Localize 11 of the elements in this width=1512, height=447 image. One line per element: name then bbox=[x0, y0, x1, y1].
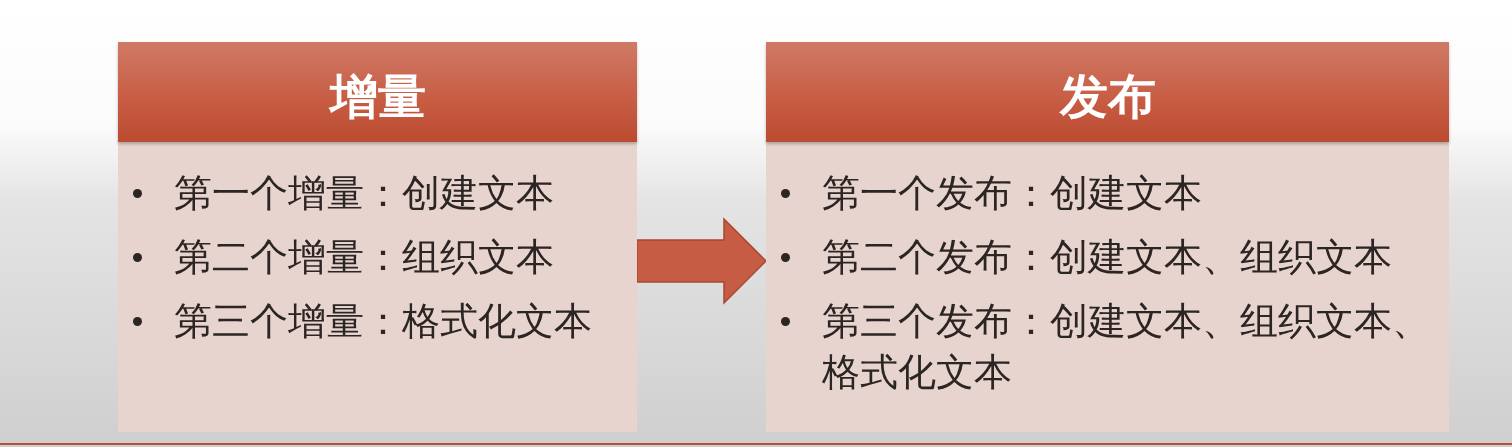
list-item-text: 第一个增量：创建文本 bbox=[174, 169, 555, 217]
panel-heading: 发布 bbox=[1059, 68, 1156, 124]
panel-card bbox=[118, 42, 637, 432]
list-item-text: 第一个发布：创建文本 bbox=[822, 169, 1203, 217]
block-arrow bbox=[636, 217, 768, 305]
panel-card bbox=[766, 42, 1449, 432]
list-item-text: 第二个增量：组织文本 bbox=[174, 233, 555, 281]
list-item-text: 第三个发布：创建文本、组织文本、格式化文本 bbox=[822, 297, 1431, 396]
list-item-text: 第二个发布：创建文本、组织文本 bbox=[822, 233, 1393, 281]
panel-heading: 增量 bbox=[329, 68, 426, 124]
list-item-text: 第三个增量：格式化文本 bbox=[174, 297, 593, 345]
